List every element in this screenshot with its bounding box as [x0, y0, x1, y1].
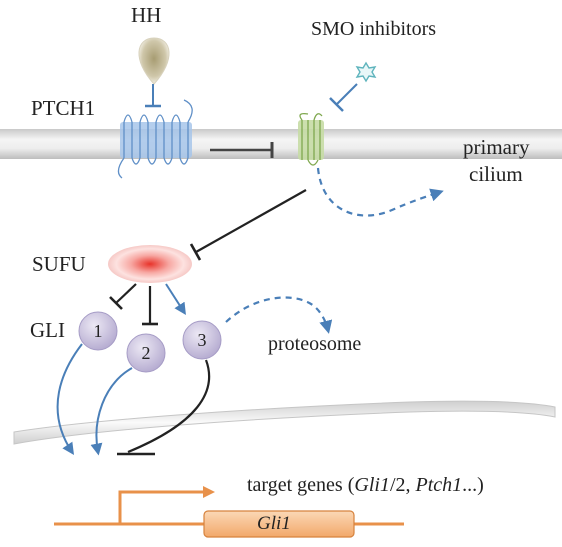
hh-inhibits-ptch1 [145, 84, 161, 108]
inhibitor-inhibits-smo [329, 83, 358, 112]
gli3-to-proteosome-arrow [225, 296, 333, 334]
primary-cilium-label-line1: primary [463, 135, 530, 159]
target-genes-suffix: ...) [462, 474, 484, 496]
target-genes-mid: /2, [389, 474, 416, 496]
transcription-start-arrow [118, 486, 215, 524]
primary-cilium-label-line2: cilium [469, 162, 523, 186]
ptch1-label: PTCH1 [31, 96, 96, 120]
gli1-gene-box [203, 510, 355, 538]
target-genes-label: target genes (Gli1/2, Ptch1...) [247, 475, 484, 495]
hh-label: HH [131, 3, 162, 27]
smo-receptor-icon [298, 112, 324, 166]
target-genes-ptch1: Ptch1 [415, 474, 463, 496]
gli2-number: 2 [141, 343, 151, 363]
sufu-label: SUFU [32, 252, 86, 276]
gli1-circle [78, 311, 118, 351]
gli3-represses-genes [117, 359, 211, 456]
ptch1-inhibits-smo [210, 142, 274, 158]
target-genes-prefix: target genes ( [247, 474, 355, 496]
sufu-inhibits-gli1 [109, 283, 137, 310]
gli1-number: 1 [93, 321, 103, 341]
hh-ligand-icon [138, 37, 170, 85]
sufu-to-gli3-arrow [165, 283, 186, 316]
gli3-number: 3 [197, 330, 207, 350]
sufu-protein-icon [108, 245, 192, 283]
gli1-activates-genes-arrow [56, 343, 83, 455]
smo-inhibitors-label: SMO inhibitors [311, 18, 437, 40]
smo-inhibits-sufu [189, 189, 307, 261]
gli3-circle [182, 320, 222, 360]
nuclear-envelope [13, 400, 556, 445]
target-genes-gli1: Gli1 [354, 474, 390, 496]
gli1-gene-label: Gli1 [257, 513, 291, 534]
proteosome-label: proteosome [268, 333, 362, 355]
cell-membrane [0, 129, 562, 159]
gli2-activates-genes-arrow [90, 367, 133, 456]
ptch1-receptor-icon [117, 99, 193, 179]
smo-inhibitor-star-icon [355, 61, 377, 83]
sufu-inhibits-gli2 [142, 286, 158, 326]
gli2-circle [126, 333, 166, 373]
gli-label: GLI [30, 318, 65, 342]
smo-to-cilium-arrow [316, 167, 444, 217]
